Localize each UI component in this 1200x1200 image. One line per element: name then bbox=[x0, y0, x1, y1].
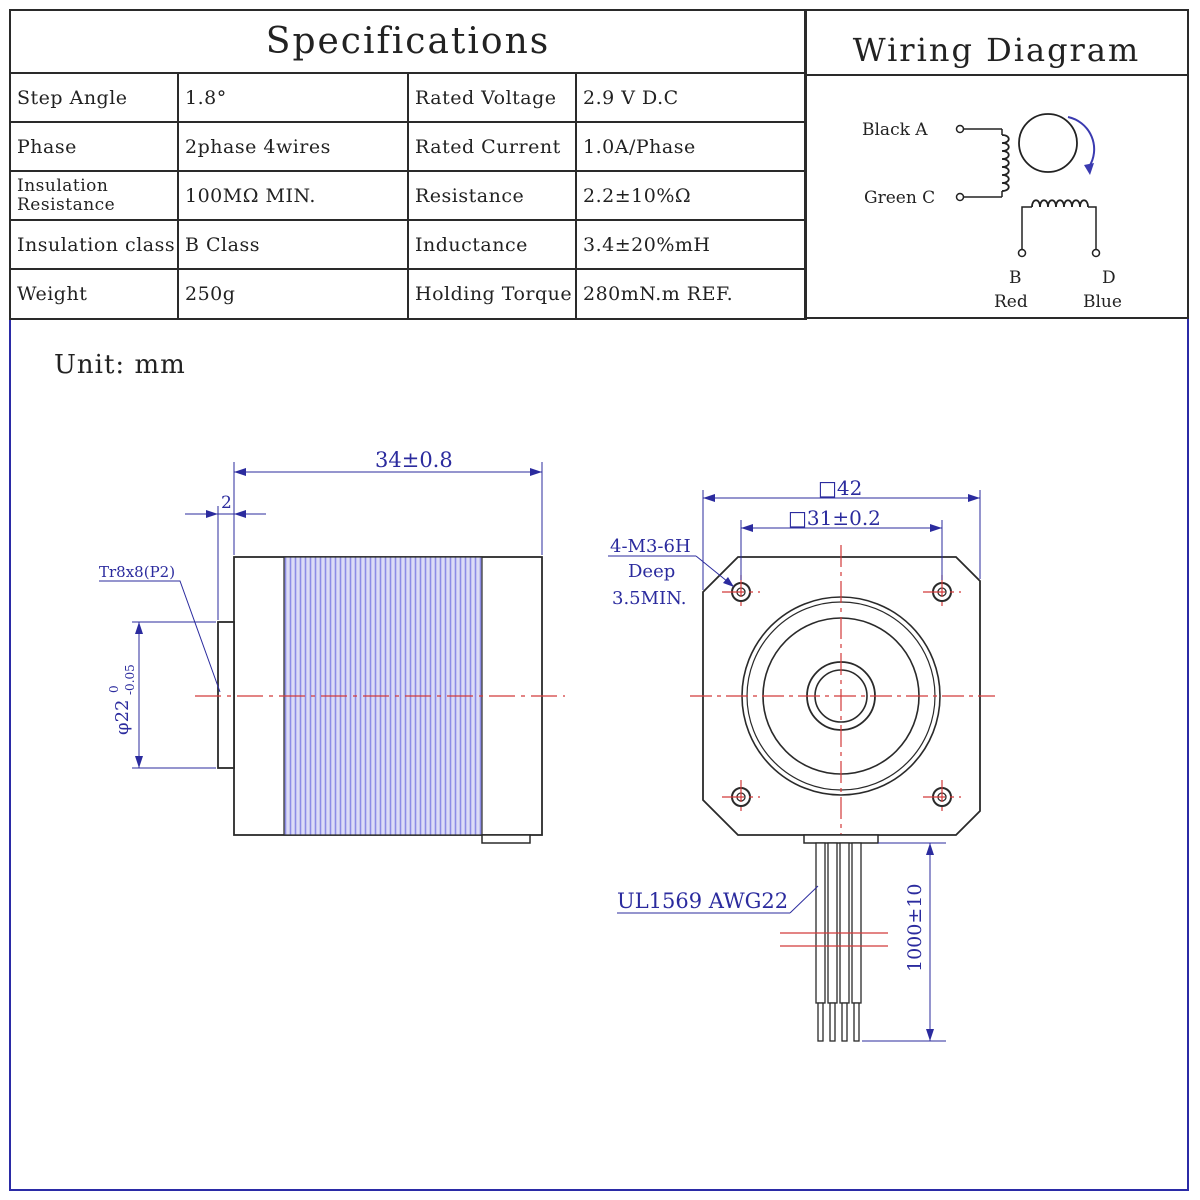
spec-row: Weight 250g Holding Torque 280mN.m REF. bbox=[9, 268, 808, 320]
spec-label: Phase bbox=[9, 121, 179, 172]
wiring-diagram-title: Wiring Diagram bbox=[806, 11, 1187, 76]
coil-a-leads bbox=[964, 128, 1003, 198]
terminal-b bbox=[1017, 248, 1027, 258]
spec-row: Phase 2phase 4wires Rated Current 1.0A/P… bbox=[9, 121, 808, 172]
thread-depth-line2: 3.5MIN. bbox=[612, 588, 687, 609]
cable-wires bbox=[815, 842, 862, 1042]
wire-label-blue: Blue bbox=[1083, 292, 1122, 312]
unit-label: Unit: mm bbox=[54, 350, 186, 380]
rotor-icon bbox=[1018, 113, 1078, 173]
boss-tolerance-lower: -0.05 bbox=[123, 664, 137, 695]
spec-label: Rated Current bbox=[407, 121, 577, 172]
lead-screw-label: Tr8x8(P2) bbox=[99, 563, 175, 581]
specifications-title: Specifications bbox=[8, 9, 808, 74]
spec-value: 1.0A/Phase bbox=[574, 121, 808, 172]
spec-label: Holding Torque bbox=[407, 268, 577, 320]
body-width-label: □42 bbox=[818, 476, 862, 500]
spec-label: Rated Voltage bbox=[407, 72, 577, 123]
spec-value: 280mN.m REF. bbox=[574, 268, 808, 320]
thread-callout: 4-M3-6H bbox=[610, 536, 691, 557]
cable-exit-lip bbox=[481, 834, 531, 844]
terminal-a bbox=[955, 124, 965, 134]
spec-value: 3.4±20%mH bbox=[574, 219, 808, 270]
boss-tolerance-upper: 0 bbox=[107, 685, 121, 693]
spec-label: Insulation Resistance bbox=[9, 170, 179, 221]
front-view: □42 □31±0.2 4-M3-6H Deep 3.5MIN. UL1569 … bbox=[608, 476, 995, 1042]
boss-depth-label: 2 bbox=[221, 493, 232, 513]
spec-label: Resistance bbox=[407, 170, 577, 221]
cable-outlet bbox=[803, 834, 879, 844]
spec-value: 1.8° bbox=[177, 72, 409, 123]
front-boss bbox=[217, 621, 235, 769]
hole-pitch-label: □31±0.2 bbox=[788, 506, 881, 530]
terminal-d bbox=[1091, 248, 1101, 258]
rotation-arrowhead-icon bbox=[1084, 163, 1094, 175]
wire-label-b: B bbox=[1009, 268, 1022, 288]
front-centerlines bbox=[690, 545, 995, 850]
thread-leader-arrow bbox=[723, 577, 734, 587]
spec-value: 100MΩ MIN. bbox=[177, 170, 409, 221]
coil-a-icon bbox=[1001, 134, 1010, 192]
wiring-diagram-panel: Wiring Diagram Black A Green C B Red D B… bbox=[804, 9, 1189, 319]
spec-label: Step Angle bbox=[9, 72, 179, 123]
spec-value: 2.9 V D.C bbox=[574, 72, 808, 123]
spec-value: 2.2±10%Ω bbox=[574, 170, 808, 221]
coil-b-leads bbox=[1021, 206, 1097, 249]
spec-label: Insulation class bbox=[9, 219, 179, 270]
cable-length-label: 1000±10 bbox=[904, 884, 926, 972]
spec-label: Weight bbox=[9, 268, 179, 320]
wire-label-red: Red bbox=[994, 292, 1028, 312]
specifications-table: Specifications Step Angle 1.8° Rated Vol… bbox=[8, 9, 808, 320]
spec-label: Inductance bbox=[407, 219, 577, 270]
wire-label-black-a: Black A bbox=[862, 120, 928, 140]
rotation-arrow-icon bbox=[1067, 116, 1096, 168]
cable-spec-label: UL1569 AWG22 bbox=[617, 889, 788, 913]
spec-value: B Class bbox=[177, 219, 409, 270]
spec-value: 250g bbox=[177, 268, 409, 320]
dimension-arrows bbox=[206, 510, 246, 518]
length-dimension-label: 34±0.8 bbox=[375, 448, 453, 472]
boss-diameter-label: φ22 bbox=[112, 699, 133, 735]
cable-spec-leader bbox=[789, 885, 819, 914]
wire-label-green-c: Green C bbox=[864, 188, 935, 208]
terminal-c bbox=[955, 192, 965, 202]
spec-row: Insulation Resistance 100MΩ MIN. Resista… bbox=[9, 170, 808, 221]
wiring-schematic: Black A Green C B Red D Blue bbox=[862, 113, 1122, 312]
spec-row: Step Angle 1.8° Rated Voltage 2.9 V D.C bbox=[9, 72, 808, 123]
spec-value: 2phase 4wires bbox=[177, 121, 409, 172]
side-view: 34±0.8 2 Tr8x8(P2) φ22 0 -0.05 bbox=[99, 448, 565, 844]
thread-depth-line1: Deep bbox=[628, 561, 675, 582]
wire-label-d: D bbox=[1102, 268, 1116, 288]
coil-b-icon bbox=[1031, 199, 1089, 208]
spec-row: Insulation class B Class Inductance 3.4±… bbox=[9, 219, 808, 270]
lead-screw-leader bbox=[99, 580, 221, 693]
